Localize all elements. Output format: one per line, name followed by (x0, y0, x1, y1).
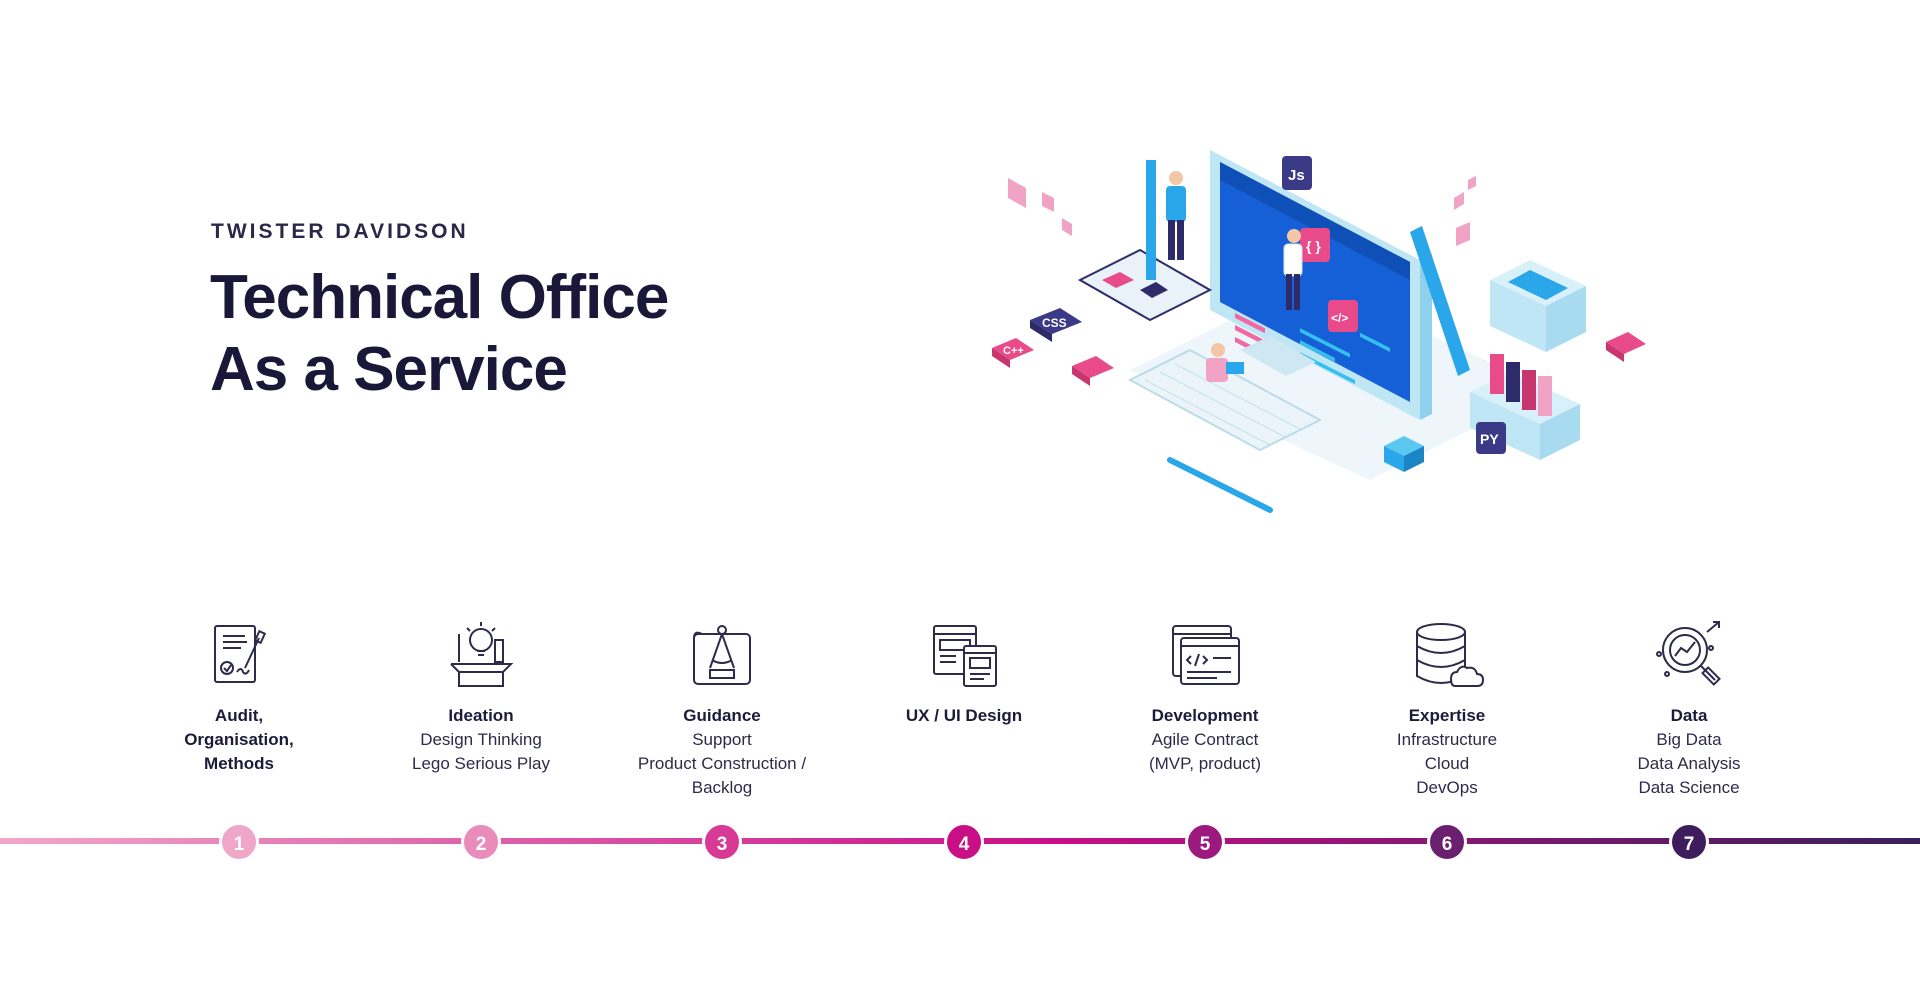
step-5-detail-2: (MVP, product) (1148, 754, 1262, 773)
step-5-title: Development (1151, 706, 1259, 725)
contract-signature-icon (214, 625, 267, 683)
svg-text:</>: </> (1331, 311, 1348, 325)
svg-text:C++: C++ (1003, 345, 1024, 357)
badge-star (1072, 356, 1114, 386)
badge-star-right (1606, 332, 1646, 362)
page-title: Technical Office As a Service (210, 262, 669, 406)
person-standing (1166, 171, 1186, 260)
step-7-detail-2: Data Analysis (1637, 754, 1741, 773)
step-6-detail-3: DevOps (1416, 778, 1478, 797)
step-development: Development Agile Contract (MVP, product… (1085, 618, 1325, 776)
step-6-detail-2: Cloud (1424, 754, 1470, 773)
ladder (1240, 336, 1316, 376)
step-data: Data Big Data Data Analysis Data Science (1569, 618, 1809, 800)
step-5-marker: 5 (1185, 822, 1225, 862)
wireframe-windows-icon (933, 625, 997, 687)
person-ladder (1283, 229, 1303, 310)
svg-text:Js: Js (1288, 167, 1305, 184)
sharpener (1384, 436, 1424, 472)
step-ideation: Ideation Design Thinking Lego Serious Pl… (361, 618, 601, 776)
data-magnifier-icon (1656, 621, 1721, 686)
step-2-detail-2: Lego Serious Play (412, 754, 550, 773)
decor-diamonds-right (1454, 176, 1476, 246)
step-3-detail-3: Backlog (691, 778, 753, 797)
svg-text:{ }: { } (1306, 238, 1321, 254)
step-4-title: UX / UI Design (905, 706, 1023, 725)
step-audit: Audit, Organisation, Methods (119, 618, 359, 776)
step-3-title: Guidance (683, 706, 761, 725)
step-1-marker: 1 (219, 822, 259, 862)
step-expertise: Expertise Infrastructure Cloud DevOps (1327, 618, 1567, 800)
lightbulb-toolbox-icon (450, 622, 514, 687)
blueprint-compass-icon (693, 625, 751, 685)
badge-code: </> (1328, 300, 1358, 332)
step-6-detail-1: Infrastructure (1396, 730, 1498, 749)
badge-js: Js (1282, 156, 1312, 190)
database-cloud-icon (1416, 623, 1485, 687)
badge-braces: { } (1300, 228, 1330, 262)
step-1-title-line-1: Audit, (214, 706, 264, 725)
eyebrow-label: TWISTER DAVIDSON (211, 220, 469, 243)
step-3-detail-2: Product Construction / (637, 754, 807, 773)
step-4-marker: 4 (944, 822, 984, 862)
step-2-marker: 2 (461, 822, 501, 862)
platform-tiles (1077, 248, 1213, 322)
badge-py: PY (1476, 422, 1506, 454)
svg-text:CSS: CSS (1042, 316, 1067, 330)
step-7-detail-3: Data Science (1638, 778, 1740, 797)
code-window-icon (1172, 625, 1240, 685)
step-guidance: Guidance Support Product Construction / … (602, 618, 842, 800)
step-1-title-line-3: Methods (204, 754, 274, 773)
step-7-title: Data (1670, 706, 1708, 725)
svg-text:PY: PY (1480, 431, 1499, 447)
hero-illustration: Js { } </> CSS C++ (992, 150, 1646, 513)
step-7-marker: 7 (1669, 822, 1709, 862)
ruler (1410, 226, 1470, 376)
giant-pencil (1146, 160, 1156, 280)
step-6-title: Expertise (1408, 706, 1486, 725)
step-3-marker: 3 (702, 822, 742, 862)
step-7-detail-1: Big Data (1656, 730, 1722, 749)
decor-diamonds-left (1008, 178, 1072, 236)
step-1-title-line-2: Organisation, (184, 730, 294, 749)
title-line-1: Technical Office (210, 263, 669, 332)
floor-pen (1167, 457, 1273, 513)
step-ux-ui-design: UX / UI Design (844, 618, 1084, 728)
open-box (1490, 260, 1586, 352)
step-2-title: Ideation (448, 706, 514, 725)
badge-css: CSS (1030, 308, 1082, 342)
keyboard (1127, 348, 1323, 452)
step-3-detail-1: Support (692, 730, 752, 749)
step-5-detail-1: Agile Contract (1151, 730, 1259, 749)
person-sitting (1206, 343, 1244, 382)
title-line-2: As a Service (210, 335, 568, 404)
step-2-detail-1: Design Thinking (420, 730, 542, 749)
badge-cpp: C++ (992, 338, 1034, 368)
step-6-marker: 6 (1427, 822, 1467, 862)
